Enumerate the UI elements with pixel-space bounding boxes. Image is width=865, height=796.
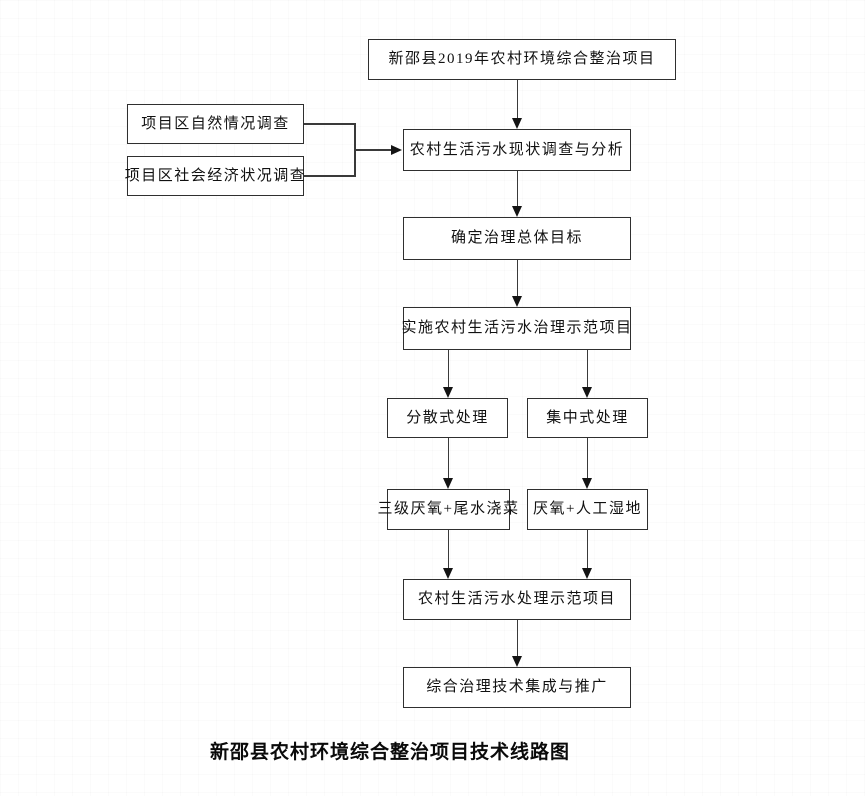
- node-decentralized: 分散式处理: [387, 398, 508, 438]
- node-status-analysis: 农村生活污水现状调查与分析: [403, 129, 631, 171]
- connector-status-to-goal: [516, 171, 518, 206]
- arrowhead-implement-to-decentralized: [442, 387, 453, 398]
- node-overall-goal: 确定治理总体目标: [403, 217, 631, 260]
- node-tech-integration: 综合治理技术集成与推广: [403, 667, 631, 708]
- arrowhead-status-to-goal: [511, 206, 522, 217]
- node-centralized: 集中式处理: [527, 398, 648, 438]
- arrowhead-wetland-to-demo: [581, 568, 592, 579]
- connector-implement-to-decentralized: [447, 350, 449, 387]
- arrowhead-tailwater-to-demo: [442, 568, 453, 579]
- connector-decentralized-to-tailwater: [447, 438, 449, 478]
- node-sewage-demo-project: 农村生活污水处理示范项目: [403, 579, 631, 620]
- node-anaerobic-wetland: 厌氧+人工湿地: [527, 489, 648, 530]
- arrowhead-implement-to-centralized: [581, 387, 592, 398]
- connector-goal-to-implement: [516, 260, 518, 296]
- diagram-caption: 新邵县农村环境综合整治项目技术线路图: [209, 742, 570, 763]
- connector-wetland-to-demo: [586, 530, 588, 568]
- connector-demo-to-integration: [516, 620, 518, 656]
- connector-natural-survey-out: [304, 123, 355, 125]
- connector-centralized-to-wetland: [586, 438, 588, 478]
- connector-junction-to-status: [354, 149, 392, 151]
- arrowhead-centralized-to-wetland: [581, 478, 592, 489]
- arrowhead-project-to-status: [511, 118, 522, 129]
- node-project-2019: 新邵县2019年农村环境综合整治项目: [368, 39, 676, 80]
- arrowhead-demo-to-integration: [511, 656, 522, 667]
- arrowhead-junction-to-status: [391, 144, 402, 155]
- node-natural-survey: 项目区自然情况调查: [127, 104, 304, 144]
- connector-socioeconomic-survey-out: [304, 175, 355, 177]
- node-tertiary-anaerobic-tailwater: 三级厌氧+尾水浇菜: [378, 489, 518, 530]
- arrowhead-decentralized-to-tailwater: [442, 478, 453, 489]
- node-implement-demo: 实施农村生活污水治理示范项目: [402, 307, 631, 350]
- connector-project-to-status: [516, 80, 518, 118]
- connector-tailwater-to-demo: [447, 530, 449, 568]
- node-socioeconomic-survey: 项目区社会经济状况调查: [125, 156, 305, 196]
- arrowhead-goal-to-implement: [511, 296, 522, 307]
- connector-implement-to-centralized: [586, 350, 588, 387]
